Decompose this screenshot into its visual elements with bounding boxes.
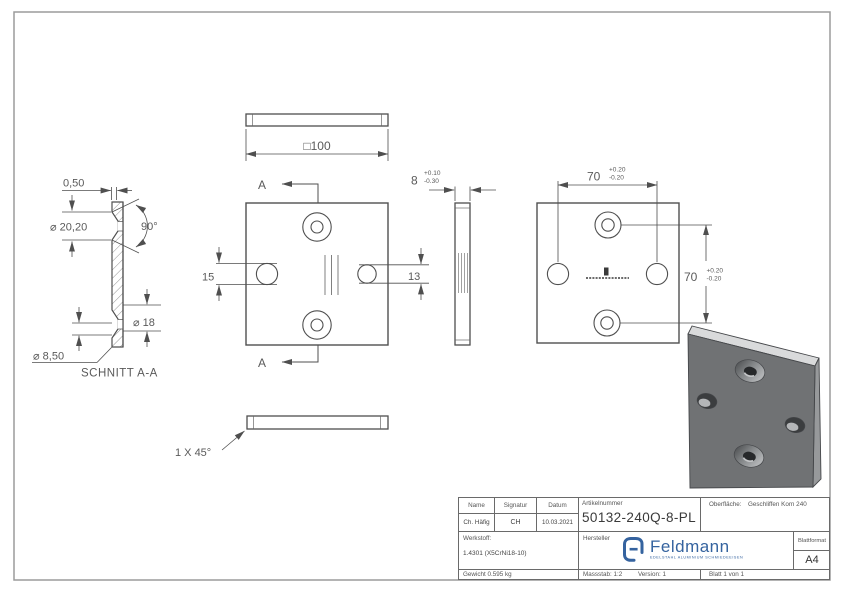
werkstoff-value: 1.4301 (X5CrNi18-10) xyxy=(463,550,527,557)
dim-text-90deg: 90° xyxy=(141,221,158,233)
chamfer-note: 1 X 45° xyxy=(175,447,211,459)
name-value: Ch. Häfig xyxy=(459,514,495,532)
engraving-mark xyxy=(586,267,629,279)
dim-angle-90 xyxy=(111,198,148,254)
massstab-value: Massstab: 1:2 xyxy=(583,571,623,578)
section-arrow-bottom xyxy=(281,345,319,365)
dim-dia-850 xyxy=(32,307,112,363)
werkstoff-cell: Werkstoff: 1.4301 (X5CrNi18-10) xyxy=(459,532,579,570)
name-label: Name xyxy=(459,498,495,514)
version-value: Version: 1 xyxy=(637,571,666,578)
dim-text-dia850: ⌀ 8,50 xyxy=(33,351,64,363)
chamfer-view: 1 X 45° xyxy=(175,415,389,459)
dim-text-70h-tolminus: -0.20 xyxy=(609,175,624,182)
plan-holes xyxy=(255,212,377,340)
blatt-cell: Blatt 1 von 1 xyxy=(709,571,745,578)
blattformat-value: A4 xyxy=(794,551,830,570)
dim-text-8-tolplus: +0.10 xyxy=(424,170,441,177)
hersteller-label: Hersteller xyxy=(583,535,610,542)
iso-front-face xyxy=(687,333,816,489)
oberflaeche-value: Geschliffen Korn 240 xyxy=(748,501,807,508)
iso-view xyxy=(687,325,822,489)
dim-13 xyxy=(359,248,429,300)
top-edge-view: □100 xyxy=(245,113,389,161)
side-grind-marks xyxy=(458,253,468,293)
datum-label: Datum xyxy=(537,498,579,514)
massstab-cell: Massstab: 1:2 Version: 1 xyxy=(579,570,701,580)
gewicht-cell: Gewicht 0.595 kg xyxy=(459,570,579,580)
dim-text-050: 0,50 xyxy=(63,178,84,190)
side-view: 8 +0.10 -0.30 xyxy=(411,170,496,346)
feldmann-logo-icon xyxy=(623,537,644,562)
grind-marks xyxy=(324,255,339,295)
feldmann-logo-tagline: EDELSTAHL ALUMINIUM SCHMIEDEEISEN xyxy=(650,555,744,560)
section-title: SCHNITT A-A xyxy=(81,368,158,380)
dim-text-square100: □100 xyxy=(303,139,331,153)
dim-15 xyxy=(216,247,277,301)
dim-square-100 xyxy=(245,129,389,161)
datum-value: 10.03.2021 xyxy=(537,514,579,532)
back-view: 70 +0.20 -0.20 70 +0.20 -0.20 xyxy=(536,167,724,344)
dim-text-15: 15 xyxy=(202,272,214,284)
signatur-value: CH xyxy=(495,514,537,532)
artikelnummer-cell: Artikelnummer 50132-240Q-8-PL xyxy=(579,498,701,532)
dim-thickness-8 xyxy=(429,186,496,201)
dim-dia-2020 xyxy=(62,195,111,257)
dim-text-70v: 70 xyxy=(684,270,698,284)
plan-view: A A 15 13 xyxy=(202,178,429,370)
hersteller-cell: Hersteller Feldmann EDELSTAHL ALUMINIUM … xyxy=(579,532,794,570)
section-arrow-top xyxy=(281,181,319,203)
iso-hole-right xyxy=(784,416,806,434)
artikelnummer-value: 50132-240Q-8-PL xyxy=(582,510,697,525)
feldmann-logo: Feldmann EDELSTAHL ALUMINIUM SCHMIEDEEIS… xyxy=(621,535,793,564)
dim-text-8-tolminus: -0.30 xyxy=(424,178,439,185)
oberflaeche-label: Oberfläche: xyxy=(709,501,742,508)
sheet-frame xyxy=(13,11,831,581)
iso-hole-bottom xyxy=(733,444,765,468)
dim-70-horizontal xyxy=(557,181,658,262)
dim-land-050 xyxy=(62,187,132,200)
werkstoff-label: Werkstoff: xyxy=(463,535,492,542)
section-letter-top: A xyxy=(258,178,266,192)
dim-text-70v-tolminus: -0.20 xyxy=(707,276,722,283)
dim-dia-18 xyxy=(123,289,161,347)
dim-70-vertical xyxy=(620,224,712,324)
dim-text-70h-tolplus: +0.20 xyxy=(609,167,626,174)
oberflaeche-cell: Oberfläche: Geschliffen Korn 240 xyxy=(701,498,830,532)
section-letter-bottom: A xyxy=(258,356,266,370)
blattformat-label: Blattformat xyxy=(794,532,830,551)
dim-text-70h: 70 xyxy=(587,170,601,184)
iso-hole-top xyxy=(734,359,766,383)
title-block: Name Signatur Datum Ch. Häfig CH 10.03.2… xyxy=(458,497,830,580)
dim-text-8: 8 xyxy=(411,174,418,188)
dim-text-dia18: ⌀ 18 xyxy=(133,317,155,329)
dim-text-13: 13 xyxy=(408,271,420,283)
signatur-label: Signatur xyxy=(495,498,537,514)
section-view: 0,50 ⌀ 20,20 90° ⌀ 18 ⌀ 8,50 SCHNITT A-A xyxy=(32,178,161,380)
feldmann-logo-text: Feldmann xyxy=(650,536,730,556)
back-holes xyxy=(546,211,669,337)
dim-text-dia2020: ⌀ 20,20 xyxy=(50,222,87,234)
artikelnummer-label: Artikelnummer xyxy=(582,500,623,507)
dim-text-70v-tolplus: +0.20 xyxy=(707,268,724,275)
iso-hole-left xyxy=(696,392,718,410)
